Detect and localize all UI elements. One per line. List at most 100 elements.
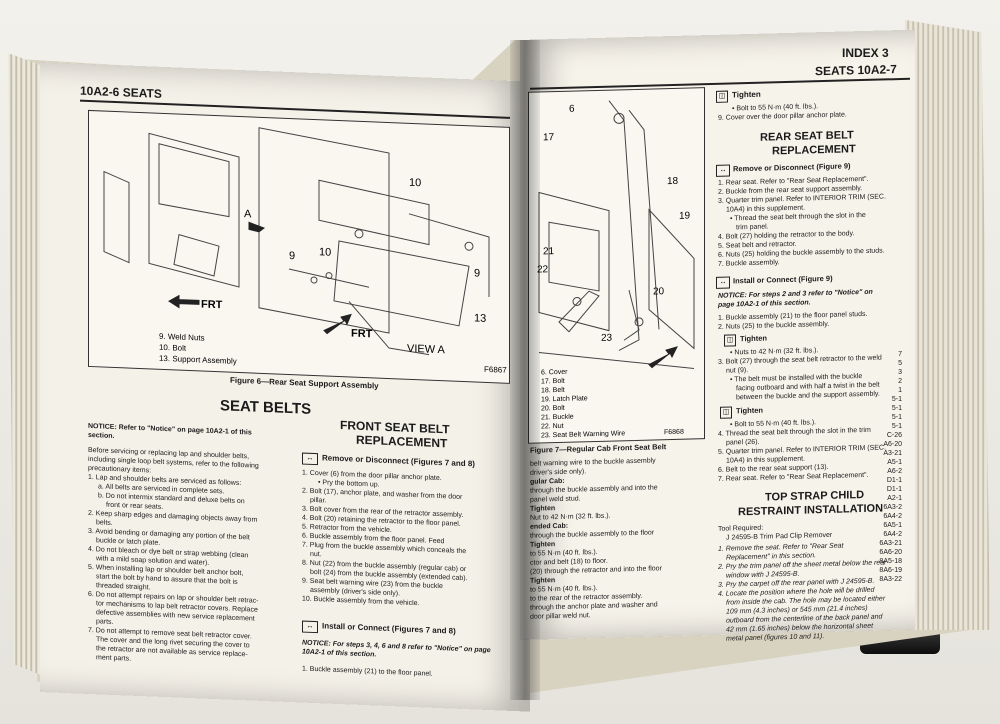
figure-6: 10 9 10 9 13 A VIEW A FRT FRT F6867 9. W… (88, 109, 510, 384)
fig6-view-label: VIEW A (407, 343, 446, 357)
edge-index-item: 6A5-1 (883, 522, 902, 529)
seat-belts-notice: NOTICE: Refer to "Notice" on page 10A2-1… (88, 422, 252, 440)
edge-index-item: 8A5-18 (879, 558, 902, 565)
fig7-callout-6: 6 (569, 104, 575, 115)
page-edges-right (905, 20, 990, 630)
edge-index-item: 7 (898, 351, 902, 358)
fig7-legend: 17. Bolt (541, 378, 565, 386)
right-page: SEATS 10A2-7 (520, 29, 915, 643)
edge-index-item: A3-21 (883, 450, 902, 457)
left-page: 10A2-6 SEATS (40, 62, 530, 712)
edge-index-item: 5-1 (891, 405, 902, 412)
fig6-callout-10b: 10 (319, 246, 331, 258)
fig6-callout-9a: 9 (474, 267, 480, 279)
fig6-legend-1: 9. Weld Nuts (159, 332, 205, 343)
edge-index-item: A5-1 (887, 459, 902, 466)
fig7-legend: 18. Belt (541, 387, 565, 395)
rear-tighten-1: Tighten (740, 333, 767, 344)
fig6-legend-3: 13. Support Assembly (159, 354, 237, 366)
left-header-title: SEATS (122, 85, 162, 101)
rear-remove-steps: 1. Rear seat. Refer to "Rear Seat Replac… (718, 174, 908, 269)
fig7-callout-19: 19 (679, 211, 691, 222)
fig7-callout-23: 23 (601, 333, 613, 344)
edge-index-item: 6A4-2 (883, 531, 902, 538)
edge-index-item: 8A6-19 (879, 567, 902, 574)
child-restraint-title-1: TOP STRAP CHILD (765, 488, 865, 504)
edge-index-item: C-26 (886, 432, 902, 439)
rear-belt-title-1: REAR SEAT BELT (760, 129, 854, 144)
edge-index-item: 6A3-2 (883, 504, 902, 511)
fig6-code: F6867 (484, 365, 507, 375)
edge-index-item: 6A6-20 (879, 549, 902, 556)
front-belt-title-2: REPLACEMENT (356, 432, 448, 451)
edge-index-item: D1-1 (886, 477, 902, 484)
left-header: 10A2-6 SEATS (80, 84, 162, 101)
edge-index-item: A6-2 (887, 468, 902, 475)
remove-arrow-icon: ↔ (716, 164, 730, 177)
edge-index-list: 7 5 3 2 1 5-1 5-1 5-1 5-1 C-26 A6-20 A3-… (862, 350, 902, 584)
figure-7-drawing: 6 17 18 19 21 22 20 23 6. Cover 17. Bolt… (537, 100, 695, 439)
edge-index-item: D1-1 (886, 486, 902, 493)
rear-tighten-2: Tighten (736, 405, 763, 416)
tighten-icon: ◫ (724, 334, 736, 347)
edge-index-item: 8A3-22 (879, 576, 902, 583)
seat-belts-body: Before servicing or replacing lap and sh… (88, 446, 288, 670)
front-remove-label: Remove or Disconnect (Figures 7 and 8) (322, 453, 475, 469)
fig6-callout-13: 13 (474, 312, 486, 324)
edge-index-item: 3 (898, 369, 902, 376)
fig7-code: F6868 (664, 429, 684, 437)
tool-name: J 24595-B Trim Pad Clip Remover (726, 531, 833, 542)
fig6-callout-10a: 10 (409, 177, 421, 189)
rear-install-step: 2. Nuts (25) to the buckle assembly. (718, 320, 830, 331)
index-tab: INDEX 3 (842, 46, 889, 60)
front-install-notice: NOTICE: For steps 3, 4, 6 and 8 refer to… (302, 639, 491, 659)
fig7-legend: 22. Nut (541, 423, 564, 431)
continued-column: belt warning wire to the buckle assembly… (530, 455, 705, 622)
top-tighten-label: Tighten (732, 89, 761, 100)
fig6-callout-a: A (244, 208, 252, 220)
fig7-legend: 20. Bolt (541, 405, 565, 413)
figure-6-drawing: 10 9 10 9 13 A VIEW A FRT FRT F6867 9. W… (103, 127, 507, 375)
figure-7: 6 17 18 19 21 22 20 23 6. Cover 17. Bolt… (528, 87, 705, 444)
edge-index-item: A6-20 (883, 441, 902, 448)
rear-install-notice: page 10A2-1 of this section. (718, 299, 811, 309)
install-arrow-icon: ↔ (302, 620, 318, 634)
fig7-legend: 6. Cover (541, 369, 568, 377)
rear-belt-title-2: REPLACEMENT (772, 143, 856, 158)
edge-index-item: 5 (898, 360, 902, 367)
fig7-callout-20: 20 (653, 286, 665, 297)
remove-arrow-icon: ↔ (302, 452, 318, 466)
left-header-code: 10A2-6 (80, 83, 120, 100)
front-install-label: Install or Connect (Figures 7 and 8) (322, 621, 456, 636)
fig6-legend-2: 10. Bolt (159, 343, 187, 353)
fig6-frt-1: FRT (201, 298, 223, 311)
right-header-code: 10A2-7 (857, 62, 897, 78)
install-arrow-icon: ↔ (716, 276, 730, 289)
right-header-title: SEATS (815, 63, 855, 79)
edge-index-item: 6A3-21 (879, 540, 902, 547)
right-header: SEATS 10A2-7 (815, 62, 897, 78)
fig7-legend: 21. Buckle (541, 414, 574, 422)
fig7-callout-18: 18 (667, 176, 679, 187)
fig7-callout-17: 17 (543, 132, 555, 143)
fig7-callout-21: 21 (543, 246, 555, 257)
fig7-legend: 23. Seat Belt Warning Wire (541, 430, 625, 439)
edge-index-item: 1 (898, 387, 902, 394)
right-header-rule (530, 77, 910, 90)
top-tighten-step: 9. Cover over the door pillar anchor pla… (718, 111, 847, 122)
rear-install-label: Install or Connect (Figure 9) (733, 273, 833, 286)
edge-index-item: 2 (898, 378, 902, 385)
seat-belts-title: SEAT BELTS (220, 397, 312, 418)
rear-remove-label: Remove or Disconnect (Figure 9) (733, 161, 851, 174)
edge-index-item: A2-1 (887, 495, 902, 502)
edge-index-item: 6A4-2 (883, 513, 902, 520)
tighten-icon: ◫ (720, 406, 732, 419)
front-remove-steps: 1. Cover (6) from the door pillar anchor… (302, 469, 512, 612)
edge-index-item: 5-1 (891, 414, 902, 421)
fig7-legend: 19. Latch Plate (541, 395, 588, 403)
edge-index-item: 5-1 (891, 423, 902, 430)
fig6-frt-2: FRT (351, 327, 373, 340)
fig6-callout-9b: 9 (289, 250, 295, 262)
book-gutter (510, 40, 540, 700)
